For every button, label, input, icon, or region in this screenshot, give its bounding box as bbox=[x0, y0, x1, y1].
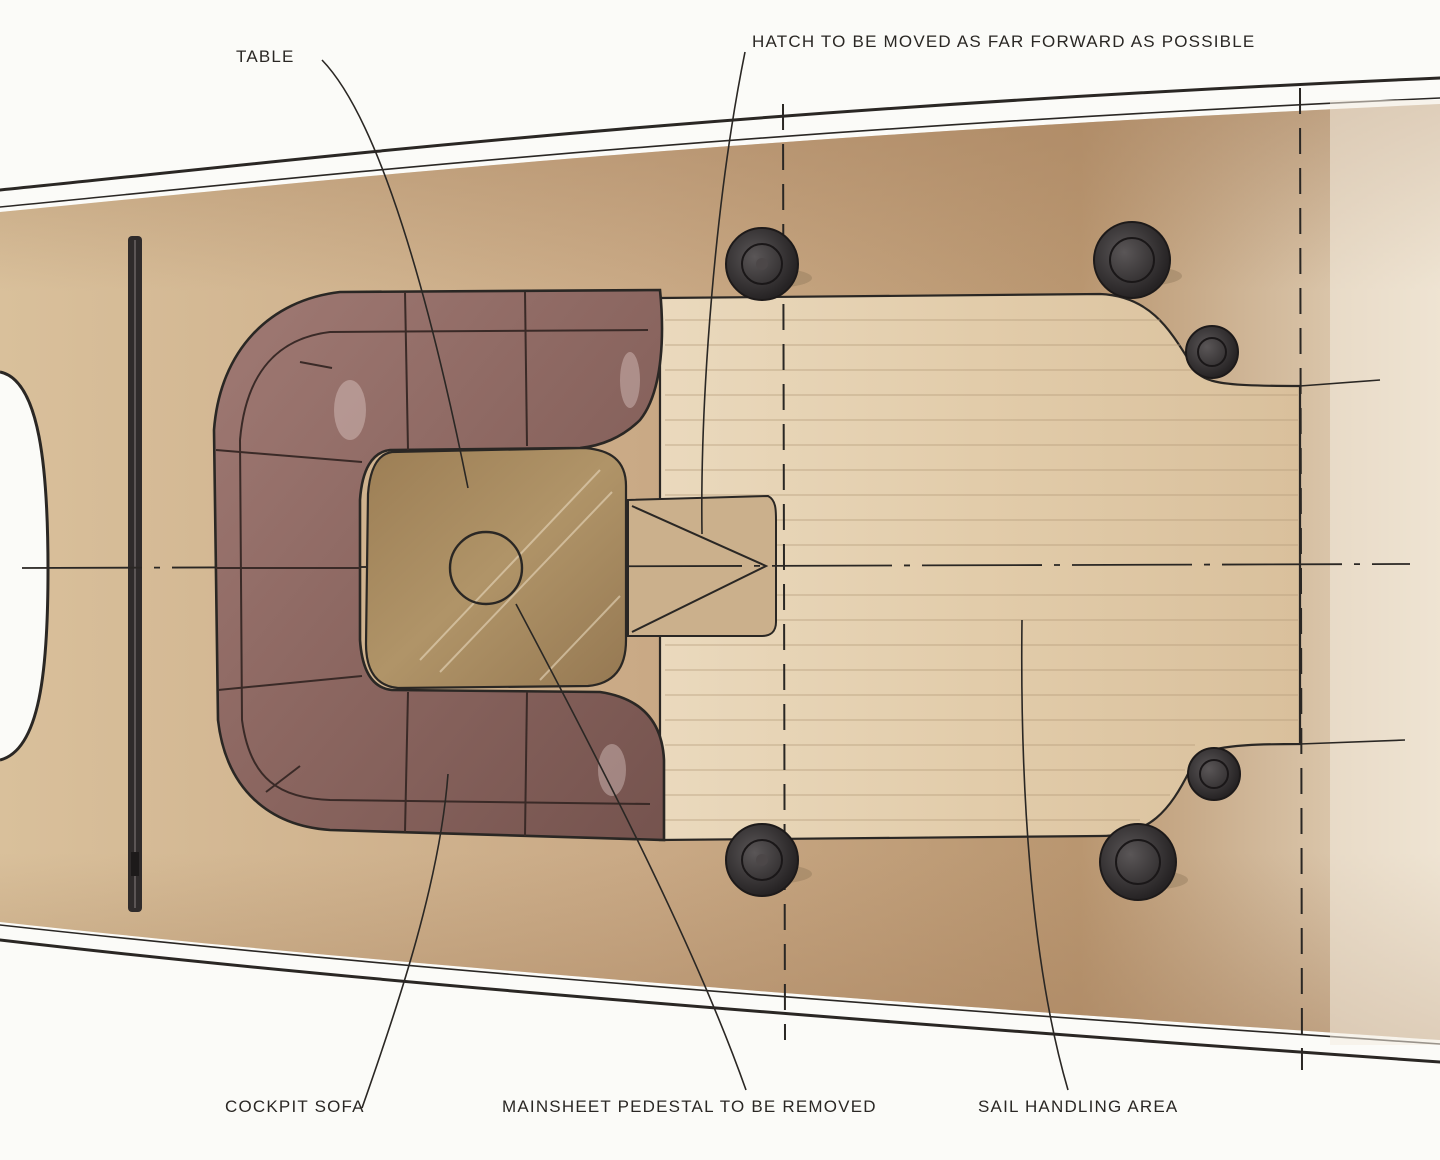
winch-icon bbox=[725, 227, 812, 301]
label-table: TABLE bbox=[236, 47, 295, 66]
label-cockpit-sofa: COCKPIT SOFA bbox=[225, 1097, 365, 1116]
winch-icon bbox=[1187, 747, 1241, 801]
hull bbox=[0, 76, 1440, 1064]
leader-lines bbox=[321, 51, 1069, 1109]
mainsheet-pedestal bbox=[448, 530, 524, 606]
winch-icon bbox=[1093, 221, 1182, 299]
label-sail-handling-area: SAIL HANDLING AREA bbox=[978, 1097, 1179, 1116]
cockpit-sofa bbox=[212, 288, 666, 842]
winch-icon bbox=[725, 823, 812, 897]
label-mainsheet-pedestal: MAINSHEET PEDESTAL TO BE REMOVED bbox=[502, 1097, 877, 1116]
companionway-outline bbox=[0, 370, 50, 762]
table bbox=[364, 446, 628, 690]
winch-icon bbox=[1099, 823, 1188, 901]
label-hatch: HATCH TO BE MOVED AS FAR FORWARD AS POSS… bbox=[752, 32, 1256, 51]
winches bbox=[725, 221, 1241, 901]
traveller-track bbox=[128, 236, 142, 912]
winch-icon bbox=[1185, 325, 1239, 379]
